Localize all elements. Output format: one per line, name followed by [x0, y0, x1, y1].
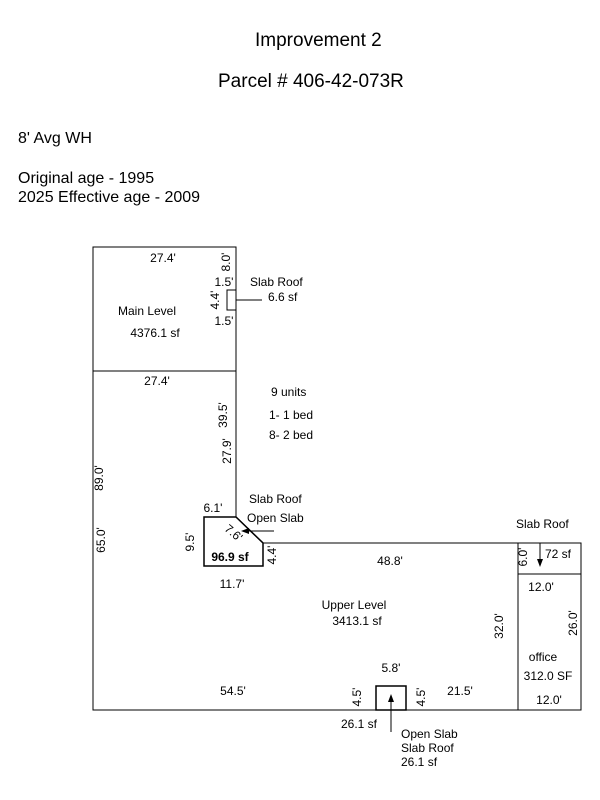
slab-small-dim-bottom: 1.5': [215, 314, 234, 328]
upper-level-name: Upper Level: [322, 598, 387, 612]
bottom-slab-left-height: 4.5': [350, 688, 364, 707]
bottom-slab-width: 5.8': [382, 661, 401, 675]
open-slab-corner-outline: [203, 516, 264, 567]
units-count: 9 units: [271, 385, 306, 399]
units-two-bed: 8- 2 bed: [269, 428, 313, 442]
corner-dim-right: 4.4': [265, 546, 279, 565]
corner-dim-top: 6.1': [204, 501, 223, 515]
office-slab-area: 72 sf: [545, 547, 572, 561]
sketch-title: Improvement 2: [255, 30, 382, 51]
slab-small-dim-side: 4.4': [208, 291, 222, 310]
corner-slab-roof-label: Slab Roof: [249, 492, 302, 506]
office-label: office: [529, 650, 558, 664]
slab-small-area: 6.6 sf: [268, 290, 298, 304]
bottom-slab-area: 26.1 sf: [341, 717, 378, 731]
bottom-slab-right-height: 4.5': [414, 688, 428, 707]
original-age-note: Original age - 1995: [18, 170, 155, 187]
slab-small-label: Slab Roof: [250, 275, 303, 289]
bottom-slab-callout-open: Open Slab: [401, 727, 458, 741]
corner-dim-bottom: 11.7': [220, 577, 245, 591]
main-bottom-width: 27.4': [144, 374, 170, 388]
office-height: 26.0': [566, 610, 580, 636]
upper-bottom-left: 54.5': [220, 684, 246, 698]
office-slab-height: 6.0': [516, 548, 530, 567]
slab-roof-small-outline: [226, 289, 237, 311]
wall-height-note: 8' Avg WH: [18, 130, 92, 147]
open-slab-arrowhead: [241, 528, 249, 534]
slab-small-dim-top: 1.5': [215, 275, 234, 289]
bottom-slab-callout-area: 26.1 sf: [401, 755, 438, 769]
main-right-lower: 39.5': [216, 402, 230, 428]
main-right-upper: 8.0': [219, 253, 233, 272]
upper-level-outline: [92, 371, 582, 711]
inner-wall-dim: 27.9': [220, 438, 234, 464]
corner-open-slab-label: Open Slab: [247, 511, 304, 525]
main-top-width: 27.4': [150, 251, 176, 265]
main-level-name: Main Level: [118, 304, 176, 318]
upper-top-width: 48.8': [377, 554, 403, 568]
units-one-bed: 1- 1 bed: [269, 408, 313, 422]
corner-area: 96.9 sf: [211, 550, 249, 564]
office-slab-arrowhead: [537, 559, 543, 567]
parcel-number: Parcel # 406-42-073R: [218, 71, 404, 92]
bottom-slab-callout-roof: Slab Roof: [401, 741, 454, 755]
left-outer-dim: 89.0': [92, 465, 106, 491]
main-level-area: 4376.1 sf: [130, 326, 180, 340]
upper-bottom-right: 21.5': [447, 684, 473, 698]
corner-dim-diag: 7.6': [222, 521, 246, 544]
corner-dim-left: 9.5': [183, 533, 197, 552]
effective-age-note: 2025 Effective age - 2009: [18, 189, 201, 206]
bottom-slab-arrowhead: [388, 694, 394, 702]
office-bottom-width: 12.0': [536, 693, 562, 707]
office-area: 312.0 SF: [524, 669, 573, 683]
office-slab-width: 12.0': [528, 580, 554, 594]
office-slab-label: Slab Roof: [516, 517, 569, 531]
upper-level-area: 3413.1 sf: [332, 614, 382, 628]
left-inner-dim: 65.0': [94, 527, 108, 553]
upper-right-height: 32.0': [492, 613, 506, 639]
